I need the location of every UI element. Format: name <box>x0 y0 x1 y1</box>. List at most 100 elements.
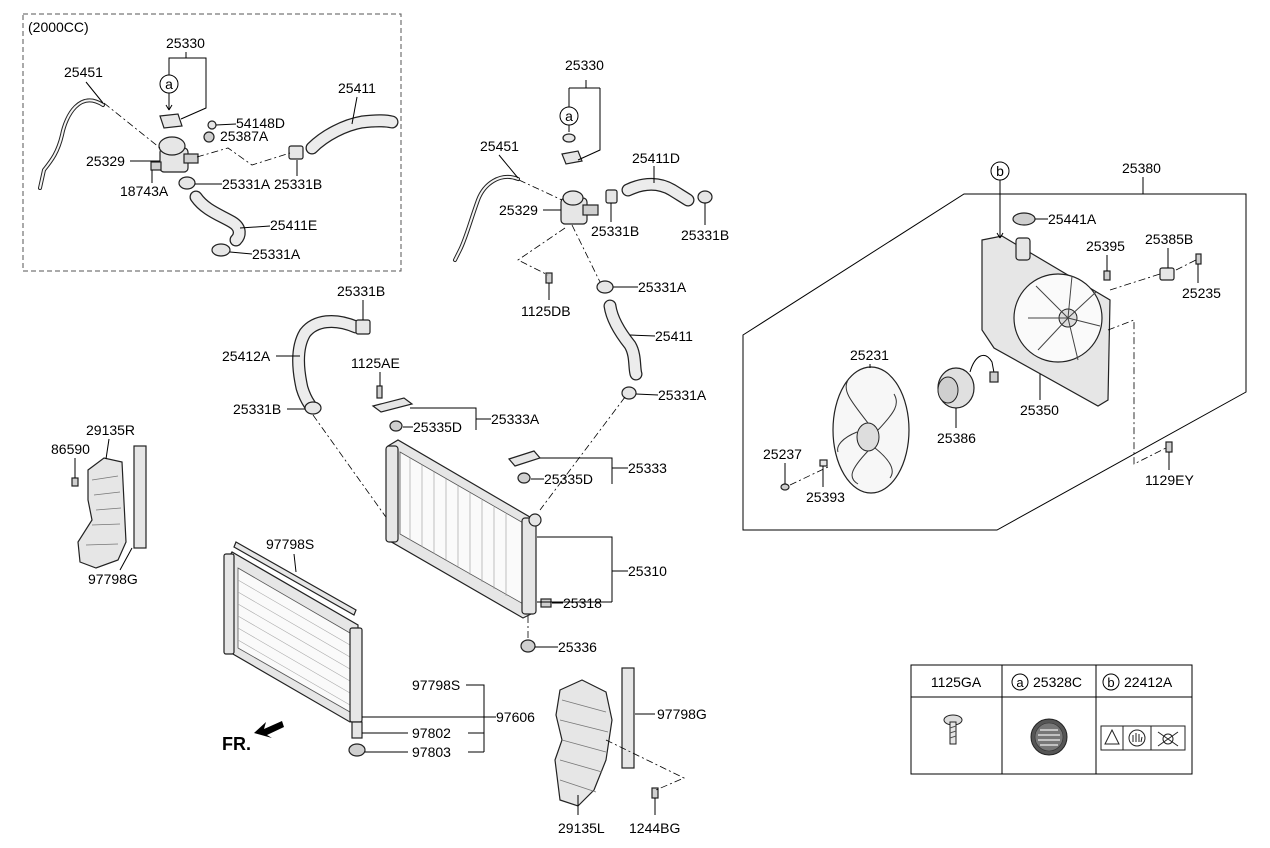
label-25329-mid: 25329 <box>499 202 538 218</box>
label-25336: 25336 <box>558 639 597 655</box>
insulator-25335D-2 <box>517 472 531 484</box>
bolt-25235 <box>1195 253 1202 265</box>
label-25237: 25237 <box>763 446 802 462</box>
label-54148D: 54148D <box>236 115 285 131</box>
legend-22412A: 22412A <box>1124 674 1173 690</box>
part-25329-housing-top <box>158 136 199 173</box>
part-25411E-hose <box>189 190 246 247</box>
nut-25237 <box>780 483 790 491</box>
thermostat-assembly-main: a 25330 25451 25411D 25329 25331B 25331B… <box>453 57 729 381</box>
label-25411D: 25411D <box>632 150 680 166</box>
assembly-boundary <box>742 193 1247 531</box>
label-25331A-mid: 25331A <box>638 279 687 295</box>
legend-marker-a <box>1011 673 1029 691</box>
part-25329-housing-mid <box>560 190 599 225</box>
part-25411D-hose <box>621 177 695 207</box>
variant-label: (2000CC) <box>28 19 89 35</box>
label-25451-mid: 25451 <box>480 138 519 154</box>
part-25231-fan <box>832 366 910 494</box>
insulator-25336 <box>520 639 536 653</box>
part-25411-hose-top <box>305 114 399 155</box>
label-25333: 25333 <box>628 460 667 476</box>
label-25331B-mid2: 25331B <box>681 227 729 243</box>
label-25331B-top: 25331B <box>274 176 322 192</box>
label-1129EY: 1129EY <box>1145 472 1194 488</box>
radiator-hoses: 25331B 25412A 1125AE 25331B 25333A 25335… <box>222 283 707 521</box>
label-25331B-up: 25331B <box>337 283 385 299</box>
fan-shroud-assembly-25380: b 25380 25441A 25395 25385B 25235 25231 … <box>742 160 1247 531</box>
clamp-25331B-mid2 <box>697 190 713 204</box>
part-54148D-plug <box>207 120 217 130</box>
bolt-icon <box>943 714 963 745</box>
label-25411-top: 25411 <box>338 80 376 96</box>
label-25411E: 25411E <box>270 217 317 233</box>
label-25331A-top2: 25331A <box>252 246 301 262</box>
label-25385B: 25385B <box>1145 231 1193 247</box>
air-guard-29135R: 29135R 86590 97798G <box>51 422 147 587</box>
legend-table: 1125GA a 25328C b 22412A <box>910 664 1193 775</box>
label-29135R: 29135R <box>86 422 135 438</box>
insulator-25335D-1 <box>389 420 403 432</box>
seal-97798G-left <box>133 445 147 549</box>
inset-border <box>22 13 402 272</box>
clamp-25331B-top <box>288 145 304 160</box>
part-25412A-hose <box>292 315 363 412</box>
variant-2000cc-inset: (2000CC) <box>22 13 402 272</box>
part-25451-hose-top <box>38 98 105 190</box>
legend-marker-a-letter: a <box>1016 675 1024 690</box>
label-25331B-mid1: 25331B <box>591 223 639 239</box>
label-25387A: 25387A <box>220 128 269 144</box>
clamp-25331A-lo <box>621 386 637 400</box>
label-25330-mid: 25330 <box>565 57 604 73</box>
label-97798G-right: 97798G <box>657 706 707 722</box>
part-25330-cap-top <box>159 113 183 129</box>
seal-97798G-right <box>621 667 635 769</box>
label-25331A-top: 25331A <box>222 176 271 192</box>
legend-marker-b <box>1102 673 1120 691</box>
label-97606: 97606 <box>496 709 535 725</box>
front-direction-arrow: FR. <box>222 721 284 754</box>
air-guard-29135L: 97798G 29135L 1244BG <box>554 667 707 836</box>
label-1125DB: 1125DB <box>521 303 571 319</box>
cap-97803 <box>348 743 366 757</box>
label-25411-mid: 25411 <box>655 328 693 344</box>
label-18743A: 18743A <box>120 183 169 199</box>
label-97798S-lo: 97798S <box>412 677 460 693</box>
seal-97798S-top <box>233 541 357 616</box>
label-25393: 25393 <box>806 489 845 505</box>
drain-25318 <box>540 598 552 608</box>
label-25235: 25235 <box>1182 285 1221 301</box>
callout-a-mid-letter: a <box>565 108 573 124</box>
clamp-25331A-mid <box>596 280 614 294</box>
label-25335D-1: 25335D <box>413 419 462 435</box>
label-25451-top: 25451 <box>64 64 103 80</box>
label-25331A-lo: 25331A <box>658 387 707 403</box>
clamp-25331B-mid1 <box>605 189 618 204</box>
part-25350-shroud <box>981 235 1111 407</box>
callout-a-top-letter: a <box>165 76 173 92</box>
part-25386-motor <box>937 354 999 409</box>
bolt-1125DB <box>545 272 553 284</box>
drier-97802 <box>351 721 363 739</box>
part-25330-cap-mid <box>561 150 583 165</box>
label-25231: 25231 <box>850 347 889 363</box>
bolt-1125AE <box>376 385 383 399</box>
bracket-25333 <box>507 450 542 467</box>
part-25387A-sensor <box>203 131 215 143</box>
legend-1125GA: 1125GA <box>931 674 982 690</box>
bolt-1129EY <box>1165 441 1173 453</box>
part-18743A <box>150 161 162 171</box>
clip-86590 <box>71 477 79 487</box>
fr-label: FR. <box>222 734 251 754</box>
label-97798G-left: 97798G <box>88 571 138 587</box>
clamp-25331A-top <box>178 176 196 190</box>
part-25411-hose-mid <box>603 299 643 381</box>
label-25333A: 25333A <box>491 411 540 427</box>
label-25395: 25395 <box>1086 238 1125 254</box>
radiator-25310: 25310 25318 25336 <box>385 439 667 655</box>
label-1244BG: 1244BG <box>629 820 680 836</box>
label-25310: 25310 <box>628 563 667 579</box>
label-86590: 86590 <box>51 441 90 457</box>
label-25350: 25350 <box>1020 402 1059 418</box>
